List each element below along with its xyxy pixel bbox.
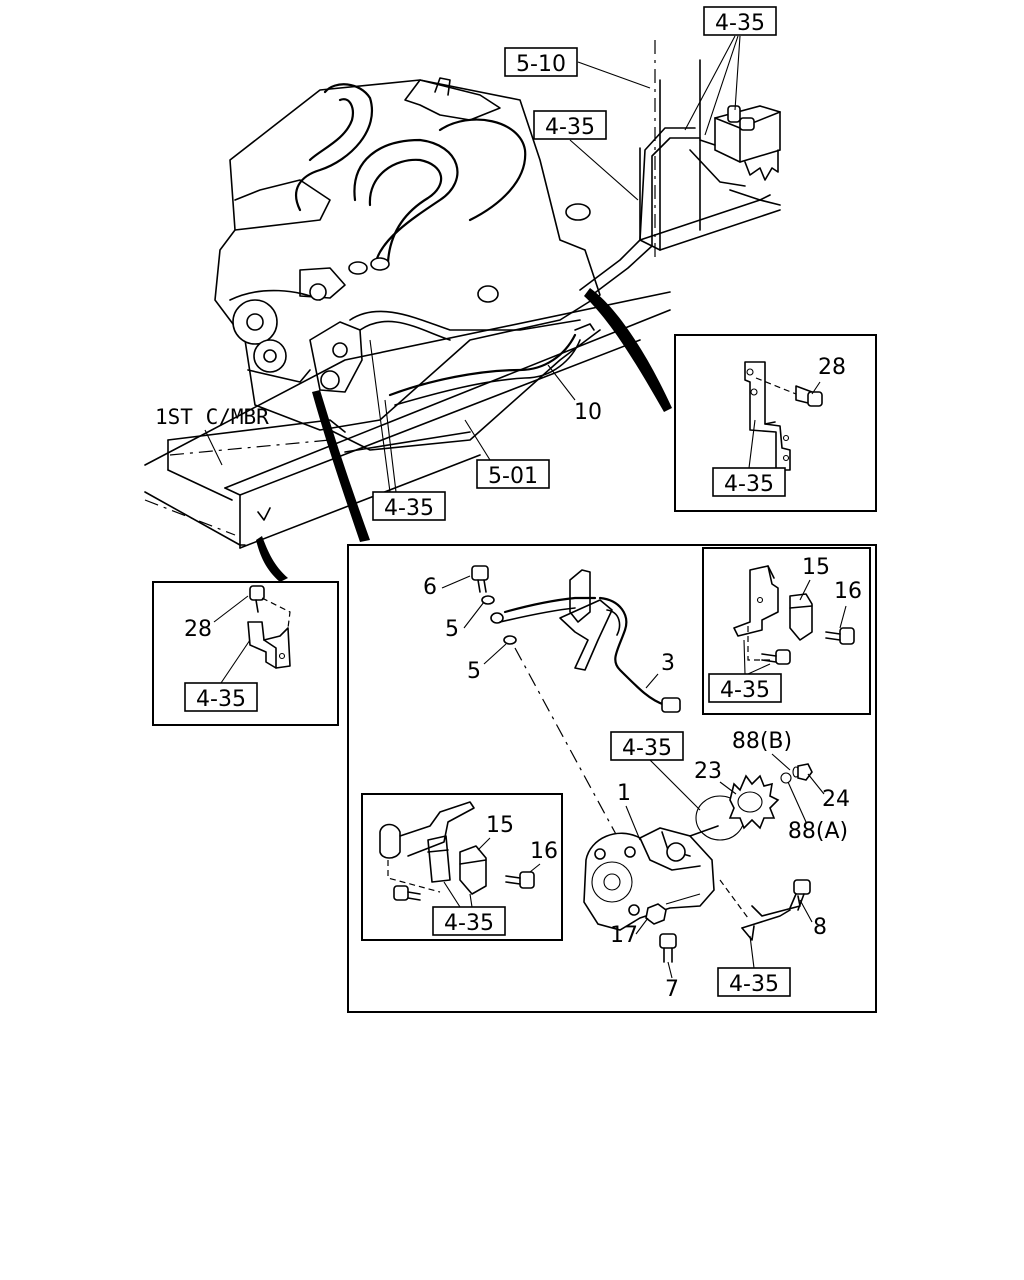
- part-label-15-lower: 15: [486, 813, 514, 838]
- part-label-17: 17: [610, 923, 638, 948]
- part-label-7: 7: [665, 977, 679, 1002]
- part-label-28-inset-tr: 28: [818, 355, 846, 380]
- svg-text:5-01: 5-01: [488, 464, 538, 489]
- pointer-to-main-inset: [312, 390, 370, 542]
- svg-text:4-35: 4-35: [715, 11, 765, 36]
- callout-4-35-pump[interactable]: 4-35: [622, 736, 672, 761]
- inset-bracket-left: 28 4-35: [152, 581, 339, 726]
- part-label-3: 3: [661, 651, 675, 676]
- callout-4-35-clamp-upper[interactable]: 4-35: [720, 678, 770, 703]
- part-label-15-upper: 15: [802, 555, 830, 580]
- part-label-24: 24: [822, 787, 850, 812]
- part-label-5-lower: 5: [467, 659, 481, 684]
- callout-5-01[interactable]: 5-01: [476, 459, 550, 489]
- engine-assembly: [144, 40, 781, 549]
- callout-5-10[interactable]: 5-10: [504, 47, 578, 77]
- inset-pump-detail: 6 5 5 3 4-35 1: [347, 544, 877, 1013]
- part-label-1: 1: [617, 781, 631, 806]
- inset-clamp-lower: 15 16 4-35: [361, 793, 563, 941]
- part-label-5-upper: 5: [445, 617, 459, 642]
- callout-4-35-upper[interactable]: 4-35: [533, 110, 607, 140]
- part-label-88b: 88(B): [732, 729, 792, 754]
- inset-bracket-top-right: 28 4-35: [674, 334, 877, 512]
- callout-4-35-center[interactable]: 4-35: [372, 491, 446, 521]
- part-label-8: 8: [813, 915, 827, 940]
- pointer-to-left-inset: [256, 536, 288, 582]
- part-label-16-upper: 16: [834, 579, 862, 604]
- part-label-6: 6: [423, 575, 437, 600]
- callout-4-35-bracket-8[interactable]: 4-35: [729, 972, 779, 997]
- svg-text:4-35: 4-35: [545, 115, 595, 140]
- part-label-88a: 88(A): [788, 819, 848, 844]
- part-label-23: 23: [694, 759, 722, 784]
- part-label-16-lower: 16: [530, 839, 558, 864]
- pointer-to-top-right-inset: [584, 288, 672, 412]
- callout-4-35-top-right[interactable]: 4-35: [703, 6, 777, 36]
- callout-4-35-inset-left[interactable]: 4-35: [196, 687, 246, 712]
- svg-text:4-35: 4-35: [384, 496, 434, 521]
- first-crossmember-label: 1ST C/MBR: [155, 405, 269, 429]
- callout-4-35-clamp-lower[interactable]: 4-35: [444, 911, 494, 936]
- part-label-10: 10: [574, 400, 602, 425]
- callout-4-35-inset-tr[interactable]: 4-35: [724, 472, 774, 497]
- svg-text:5-10: 5-10: [516, 52, 566, 77]
- part-label-28-inset-left: 28: [184, 617, 212, 642]
- inset-clamp-upper: 15 16 4-35: [702, 547, 871, 715]
